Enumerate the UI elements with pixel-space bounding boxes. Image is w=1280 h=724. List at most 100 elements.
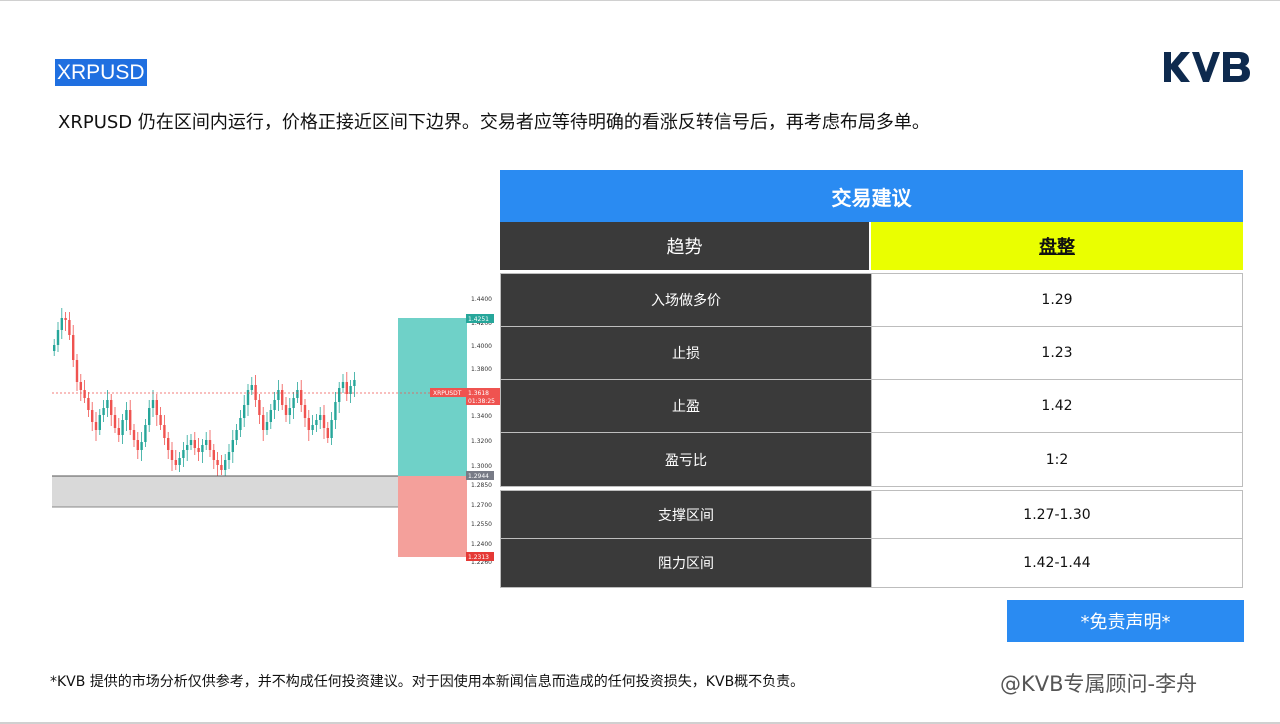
- trade-advice-title: 交易建议: [500, 170, 1243, 222]
- candle-body: [201, 445, 204, 452]
- candle-body: [277, 390, 280, 400]
- candle-body: [98, 415, 101, 430]
- resistance-value: 1.42-1.44: [872, 539, 1242, 587]
- candle-body: [178, 458, 181, 465]
- candle-body: [193, 440, 196, 448]
- candle-body: [60, 318, 63, 330]
- zone-tag-bg: [466, 471, 494, 480]
- table-row: 盈亏比 1:2: [501, 433, 1242, 486]
- candle-body: [79, 382, 82, 390]
- candle-body: [239, 418, 242, 430]
- candle-body: [91, 410, 94, 422]
- price-axis-label: 1.3000: [471, 463, 492, 470]
- candle-body: [117, 428, 120, 435]
- candle-body: [319, 415, 322, 420]
- price-axis-label: 1.4000: [471, 343, 492, 350]
- candle-body: [345, 382, 348, 394]
- zone-tag: 1.2944: [468, 473, 489, 480]
- candle-body: [102, 408, 105, 415]
- candle-body: [292, 398, 295, 408]
- candle-body: [208, 440, 212, 450]
- candle-body: [53, 345, 56, 351]
- support-label: 支撑区间: [501, 491, 872, 538]
- candle-body: [121, 420, 124, 435]
- trade-levels-table: 入场做多价 1.29 止损 1.23 止盈 1.42 盈亏比 1:2: [500, 273, 1243, 487]
- candle-body: [148, 408, 151, 425]
- candle-body: [129, 410, 132, 430]
- candle-body: [227, 452, 231, 460]
- candle-body: [94, 422, 98, 430]
- stop-loss-tag-bg: [466, 552, 494, 561]
- candle-body: [281, 390, 284, 405]
- risk-reward-value: 1:2: [872, 433, 1242, 486]
- zones-table: 支撑区间 1.27-1.30 阻力区间 1.42-1.44: [500, 490, 1243, 588]
- table-row: 止盈 1.42: [501, 380, 1242, 433]
- support-value: 1.27-1.30: [872, 491, 1242, 538]
- stop-loss-zone: [398, 476, 467, 557]
- candle-body: [83, 390, 86, 398]
- take-profit-value: 1.42: [872, 380, 1242, 432]
- candle-body: [353, 380, 356, 386]
- candle-body: [75, 360, 79, 382]
- trend-value[interactable]: 盘整: [871, 222, 1243, 270]
- candle-body: [269, 410, 272, 422]
- candle-body: [246, 390, 250, 405]
- candle-body: [87, 398, 90, 410]
- candle-body: [140, 442, 143, 450]
- kvb-logo: [1164, 52, 1250, 82]
- current-price-tag: 1.3618: [468, 390, 489, 397]
- candle-body: [56, 330, 60, 345]
- candle-body: [186, 445, 189, 450]
- candle-body: [322, 415, 326, 428]
- bottom-border: [0, 722, 1280, 724]
- price-axis-label: 1.3400: [471, 413, 492, 420]
- price-axis: 1.44001.42001.40001.38001.36001.34001.32…: [471, 296, 492, 566]
- candle-body: [296, 390, 299, 398]
- entry-label: 入场做多价: [501, 274, 872, 326]
- candle-body: [288, 408, 291, 415]
- candle-body: [167, 438, 170, 450]
- symbol-title: XRPUSD: [55, 59, 147, 86]
- stop-loss-value: 1.23: [872, 327, 1242, 379]
- take-profit-tag: 1.4251: [468, 316, 489, 323]
- trend-row: 趋势 盘整: [500, 222, 1243, 270]
- price-axis-label: 1.4200: [471, 320, 492, 327]
- candle-body: [155, 400, 158, 415]
- candle-body: [258, 400, 261, 415]
- candle-body: [303, 405, 307, 418]
- table-row: 入场做多价 1.29: [501, 274, 1242, 327]
- price-axis-label: 1.2550: [471, 521, 492, 528]
- disclaimer-button[interactable]: *免责声明*: [1007, 600, 1244, 642]
- candle-body: [300, 390, 303, 405]
- candle-body: [231, 440, 234, 452]
- current-price-tag-bg: [466, 388, 500, 405]
- candle-body: [136, 440, 139, 450]
- candle-body: [307, 418, 310, 430]
- candle-body: [341, 382, 345, 388]
- price-axis-label: 1.2260: [471, 559, 492, 566]
- candle-body: [144, 425, 147, 442]
- candlesticks: [53, 308, 356, 477]
- table-row: 阻力区间 1.42-1.44: [501, 539, 1242, 587]
- candle-body: [110, 400, 113, 415]
- candle-body: [159, 415, 162, 425]
- candle-body: [113, 415, 117, 428]
- candle-body: [125, 410, 128, 420]
- price-axis-label: 1.2400: [471, 541, 492, 548]
- candle-body: [250, 385, 253, 390]
- candle-body: [326, 428, 329, 438]
- symbol-tag: XRPUSDT: [433, 390, 462, 397]
- trade-advice-panel: 交易建议 趋势 盘整 入场做多价 1.29 止损 1.23 止盈 1.42 盈亏…: [500, 170, 1243, 588]
- candle-body: [197, 448, 200, 452]
- candle-body: [189, 440, 193, 445]
- watermark: @KVB专属顾问-李舟: [1000, 672, 1198, 696]
- candle-body: [315, 420, 318, 425]
- candle-body: [64, 318, 67, 320]
- price-axis-label: 1.4400: [471, 296, 492, 303]
- candle-body: [254, 385, 257, 400]
- candle-body: [311, 425, 314, 430]
- candle-body: [334, 402, 337, 420]
- trend-label: 趋势: [500, 222, 871, 270]
- analysis-summary: XRPUSD 仍在区间内运行，价格正接近区间下边界。交易者应等待明确的看涨反转信…: [58, 112, 930, 133]
- table-row: 支撑区间 1.27-1.30: [501, 491, 1242, 539]
